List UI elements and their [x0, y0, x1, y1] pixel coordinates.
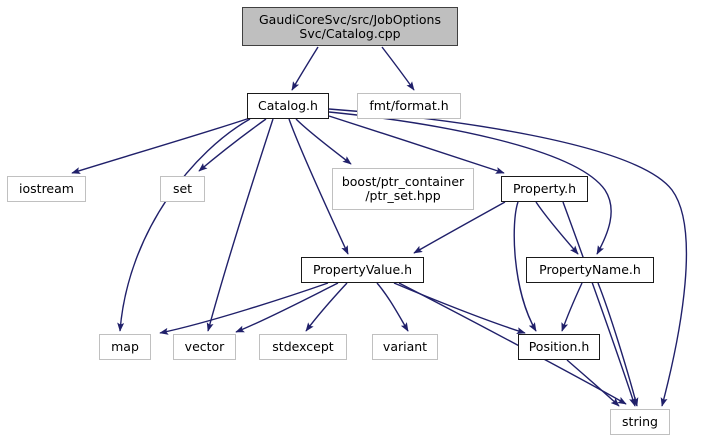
edge-propertyname-to-string	[597, 282, 639, 407]
node-variant[interactable]: variant	[372, 334, 438, 360]
node-boost[interactable]: boost/ptr_container /ptr_set.hpp	[332, 168, 474, 210]
node-map[interactable]: map	[99, 334, 151, 360]
edge-root-to-catalog	[291, 46, 319, 91]
edge-property-to-propertyname	[535, 201, 579, 255]
edge-catalog-to-set	[198, 118, 267, 172]
edge-position-to-string	[566, 359, 620, 407]
edge-propertyname-to-position	[561, 282, 583, 332]
node-iostream[interactable]: iostream	[7, 176, 86, 202]
node-fmtformat[interactable]: fmt/format.h	[357, 93, 461, 119]
edge-catalog-to-iostream	[71, 117, 251, 174]
node-stdexcept[interactable]: stdexcept	[259, 334, 347, 360]
edge-propertyvalue-to-stdexcept	[305, 282, 348, 332]
node-string[interactable]: string	[610, 409, 670, 435]
edge-catalog-to-property	[328, 115, 505, 174]
edge-catalog-to-map	[117, 118, 251, 332]
node-root[interactable]: GaudiCoreSvc/src/JobOptions Svc/Catalog.…	[242, 7, 458, 46]
node-property[interactable]: Property.h	[501, 176, 588, 202]
edge-propertyvalue-to-map	[159, 282, 329, 335]
node-vector[interactable]: vector	[173, 334, 236, 360]
edge-propertyvalue-to-vector	[235, 282, 339, 333]
node-position[interactable]: Position.h	[518, 334, 600, 360]
edge-catalog-to-boost	[295, 118, 352, 165]
node-propertyname[interactable]: PropertyName.h	[526, 257, 654, 283]
edge-propertyvalue-to-position	[393, 282, 526, 334]
node-set[interactable]: set	[160, 176, 205, 202]
edge-catalog-to-vector	[206, 118, 274, 332]
edge-propertyvalue-to-variant	[376, 282, 409, 332]
edge-root-to-fmtformat	[381, 46, 415, 91]
edge-property-to-string	[562, 201, 636, 407]
node-propertyvalue[interactable]: PropertyValue.h	[301, 257, 424, 283]
node-catalog[interactable]: Catalog.h	[247, 93, 329, 119]
